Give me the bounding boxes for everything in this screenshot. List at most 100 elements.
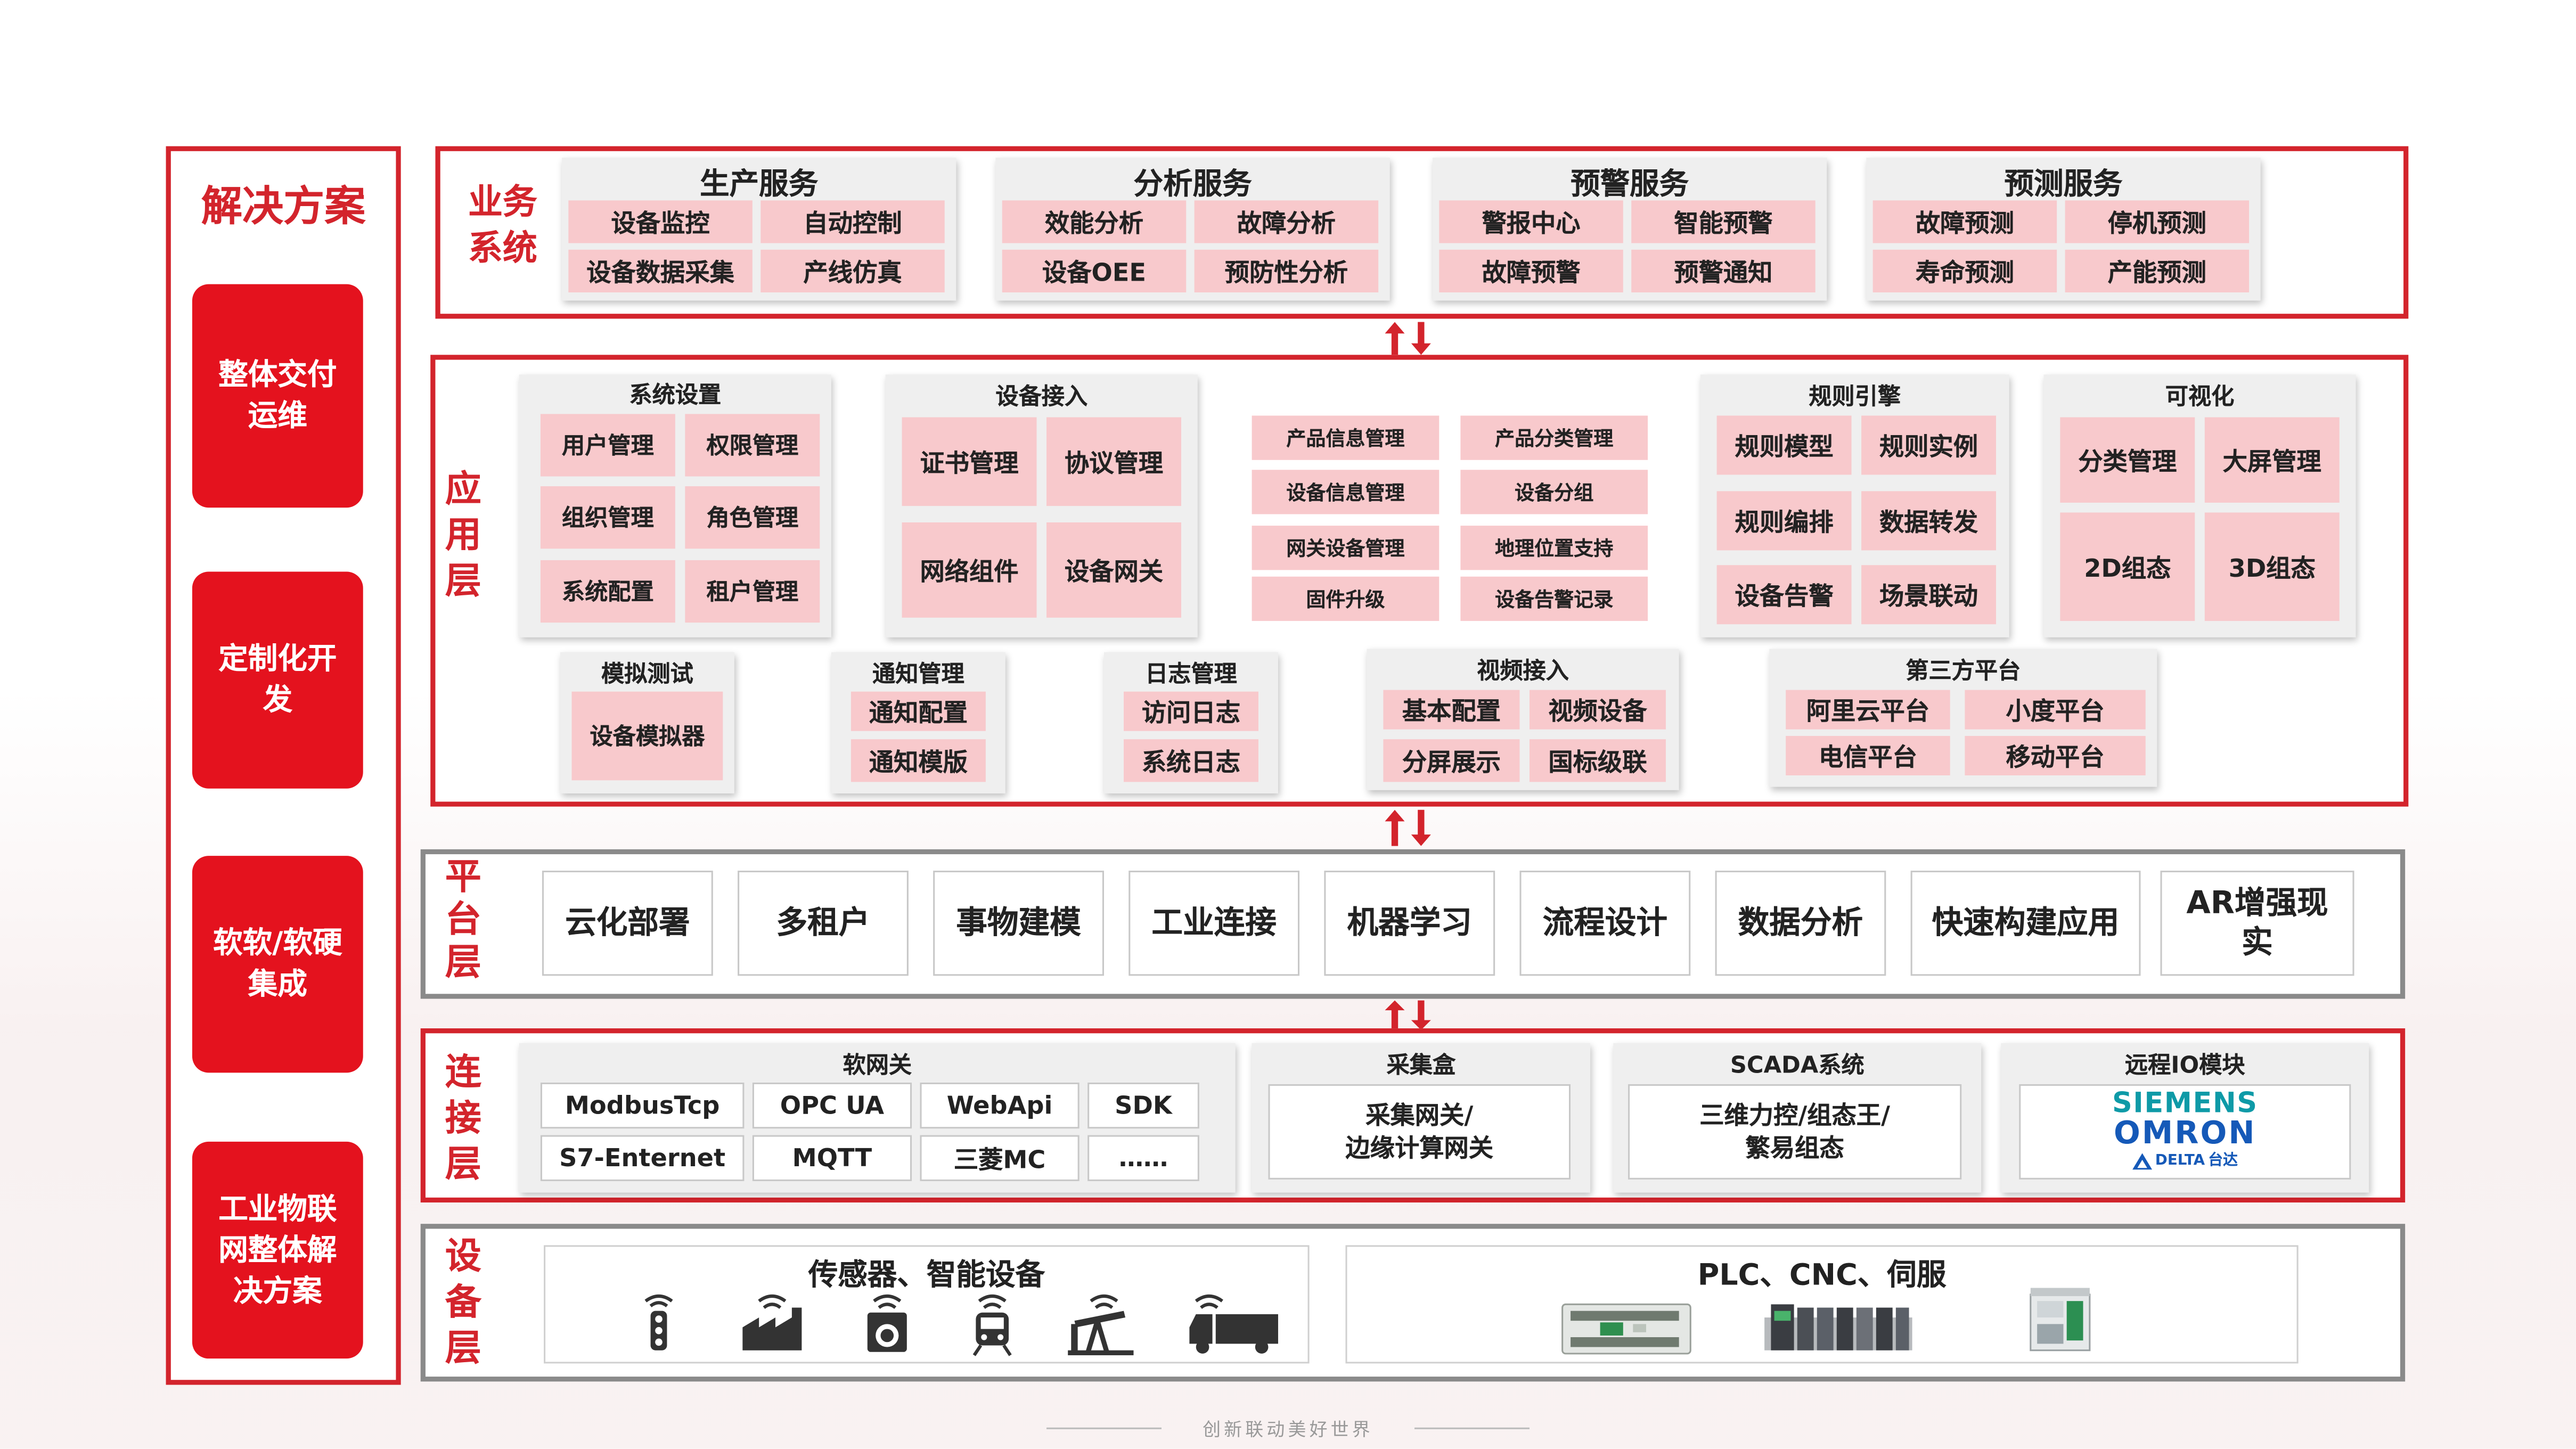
business-item[interactable]: 故障分析 bbox=[1194, 200, 1379, 243]
business-item[interactable]: 设备监控 bbox=[568, 200, 753, 243]
cell-firmware-upgrade[interactable]: 固件升级 bbox=[1252, 576, 1440, 621]
platform-item[interactable]: 数据分析 bbox=[1715, 870, 1886, 976]
cell-user-mgmt[interactable]: 用户管理 bbox=[540, 414, 675, 477]
business-item[interactable]: 效能分析 bbox=[1002, 200, 1187, 243]
cell-rule-model[interactable]: 规则模型 bbox=[1716, 415, 1852, 475]
panel-title: 可视化 bbox=[2165, 384, 2235, 411]
protocol-item[interactable]: S7-Enternet bbox=[540, 1135, 745, 1181]
cell-product-category[interactable]: 产品分类管理 bbox=[1460, 415, 1648, 460]
cell-screen-mgmt[interactable]: 大屏管理 bbox=[2204, 417, 2340, 503]
platform-item[interactable]: 机器学习 bbox=[1324, 870, 1495, 976]
cell-notify-template[interactable]: 通知模版 bbox=[851, 739, 986, 782]
business-item[interactable]: 预防性分析 bbox=[1194, 249, 1379, 293]
footer-slogan: 创新联动美好世界 bbox=[1203, 1419, 1373, 1441]
cell-network-component[interactable]: 网络组件 bbox=[902, 522, 1037, 618]
business-item[interactable]: 预警通知 bbox=[1631, 249, 1816, 293]
cell-device-simulator[interactable]: 设备模拟器 bbox=[571, 691, 723, 781]
protocol-item[interactable]: SDK bbox=[1087, 1082, 1199, 1129]
protocol-item[interactable]: ModbusTcp bbox=[540, 1082, 745, 1129]
cell-rule-orchestration[interactable]: 规则编排 bbox=[1716, 491, 1852, 551]
cell-aliyun[interactable]: 阿里云平台 bbox=[1786, 690, 1950, 730]
panel-title: 预警服务 bbox=[1571, 167, 1689, 202]
cell-split-screen[interactable]: 分屏展示 bbox=[1383, 739, 1520, 782]
cell-system-log[interactable]: 系统日志 bbox=[1124, 739, 1258, 782]
oil-pump-icon bbox=[1068, 1294, 1134, 1355]
protocol-item[interactable]: MQTT bbox=[752, 1135, 912, 1181]
panel-title: 分析服务 bbox=[1133, 167, 1252, 202]
business-item[interactable]: 寿命预测 bbox=[1872, 249, 2057, 293]
cell-protocol-mgmt[interactable]: 协议管理 bbox=[1046, 417, 1181, 506]
cell-2d-config[interactable]: 2D组态 bbox=[2060, 512, 2195, 621]
cell-product-info[interactable]: 产品信息管理 bbox=[1252, 415, 1440, 460]
cell-basic-config[interactable]: 基本配置 bbox=[1383, 690, 1520, 730]
business-item[interactable]: 产能预测 bbox=[2065, 249, 2250, 293]
collect-box-line1: 采集网关/ bbox=[1365, 1100, 1474, 1131]
bidirectional-arrow-3 bbox=[1385, 1000, 1431, 1030]
cell-access-log[interactable]: 访问日志 bbox=[1124, 691, 1258, 731]
cell-org-mgmt[interactable]: 组织管理 bbox=[540, 486, 675, 549]
platform-item[interactable]: 事物建模 bbox=[933, 870, 1104, 976]
business-item[interactable]: 自动控制 bbox=[760, 200, 945, 243]
business-item[interactable]: 产线仿真 bbox=[760, 249, 945, 293]
panel-title: 视频接入 bbox=[1477, 659, 1569, 685]
solution-item-integration[interactable]: 软软/软硬集成 bbox=[192, 856, 363, 1073]
cell-cert-mgmt[interactable]: 证书管理 bbox=[902, 417, 1037, 506]
cell-device-alarm[interactable]: 设备告警 bbox=[1716, 565, 1852, 625]
solution-item-custom-dev[interactable]: 定制化开发 bbox=[192, 571, 363, 789]
protocol-item[interactable]: OPC UA bbox=[752, 1082, 912, 1129]
cell-category-mgmt[interactable]: 分类管理 bbox=[2060, 417, 2195, 503]
panel-title: 采集盒 bbox=[1386, 1053, 1456, 1079]
cell-alarm-record[interactable]: 设备告警记录 bbox=[1460, 576, 1648, 621]
panel-title: 模拟测试 bbox=[601, 662, 693, 689]
sensors-title: 传感器、智能设备 bbox=[808, 1258, 1045, 1293]
cell-mobile[interactable]: 移动平台 bbox=[1965, 735, 2146, 776]
cell-scene-linkage[interactable]: 场景联动 bbox=[1861, 565, 1997, 625]
solution-item-iiot[interactable]: 工业物联网整体解决方案 bbox=[192, 1141, 363, 1359]
cell-gb-cascade[interactable]: 国标级联 bbox=[1529, 739, 1666, 782]
panel-title: 远程IO模块 bbox=[2124, 1053, 2245, 1079]
protocol-item[interactable]: WebApi bbox=[920, 1082, 1080, 1129]
cell-permission-mgmt[interactable]: 权限管理 bbox=[685, 414, 820, 477]
collect-box-line2: 边缘计算网关 bbox=[1345, 1133, 1494, 1164]
cell-role-mgmt[interactable]: 角色管理 bbox=[685, 486, 820, 549]
remote-io-brands: SIEMENS OMRON DELTA 台达 bbox=[2019, 1084, 2351, 1180]
cell-xiaodu[interactable]: 小度平台 bbox=[1965, 690, 2146, 730]
platform-item[interactable]: 云化部署 bbox=[542, 870, 713, 976]
cell-video-device[interactable]: 视频设备 bbox=[1529, 690, 1666, 730]
cell-data-forward[interactable]: 数据转发 bbox=[1861, 491, 1997, 551]
platform-item[interactable]: AR增强现实 bbox=[2160, 870, 2354, 976]
panel-title: 日志管理 bbox=[1145, 662, 1237, 689]
cell-geo-location[interactable]: 地理位置支持 bbox=[1460, 526, 1648, 570]
protocol-item[interactable]: 三菱MC bbox=[920, 1135, 1080, 1181]
siemens-logo: SIEMENS bbox=[2112, 1087, 2258, 1120]
business-item[interactable]: 停机预测 bbox=[2065, 200, 2250, 243]
application-layer-label: 应用层 bbox=[445, 470, 481, 603]
cell-notify-config[interactable]: 通知配置 bbox=[851, 691, 986, 731]
delta-logo: DELTA 台达 bbox=[2132, 1150, 2238, 1173]
business-item[interactable]: 故障预测 bbox=[1872, 200, 2057, 243]
platform-item[interactable]: 流程设计 bbox=[1519, 870, 1691, 976]
business-item[interactable]: 故障预警 bbox=[1439, 249, 1623, 293]
panel-title: 第三方平台 bbox=[1906, 659, 2021, 685]
protocol-item[interactable]: …… bbox=[1087, 1135, 1199, 1181]
cell-telecom[interactable]: 电信平台 bbox=[1786, 735, 1950, 776]
platform-item[interactable]: 工业连接 bbox=[1128, 870, 1300, 976]
cell-rule-instance[interactable]: 规则实例 bbox=[1861, 415, 1997, 475]
cell-3d-config[interactable]: 3D组态 bbox=[2204, 512, 2340, 621]
business-item[interactable]: 智能预警 bbox=[1631, 200, 1816, 243]
cell-tenant-mgmt[interactable]: 租户管理 bbox=[685, 560, 820, 623]
business-item[interactable]: 设备数据采集 bbox=[568, 249, 753, 293]
cell-system-config[interactable]: 系统配置 bbox=[540, 560, 675, 623]
cell-device-group[interactable]: 设备分组 bbox=[1460, 470, 1648, 514]
solution-item-delivery[interactable]: 整体交付运维 bbox=[192, 284, 363, 508]
plc-title: PLC、CNC、伺服 bbox=[1697, 1258, 1947, 1293]
cell-gateway-device[interactable]: 网关设备管理 bbox=[1252, 526, 1440, 570]
business-item[interactable]: 警报中心 bbox=[1439, 200, 1623, 243]
cell-device-gateway[interactable]: 设备网关 bbox=[1046, 522, 1181, 618]
platform-item[interactable]: 多租户 bbox=[738, 870, 909, 976]
platform-layer-label: 平台层 bbox=[445, 857, 481, 984]
platform-item[interactable]: 快速构建应用 bbox=[1910, 870, 2141, 976]
cell-device-info[interactable]: 设备信息管理 bbox=[1252, 470, 1440, 514]
business-item[interactable]: 设备OEE bbox=[1002, 249, 1187, 293]
device-layer-label: 设备层 bbox=[445, 1237, 481, 1370]
